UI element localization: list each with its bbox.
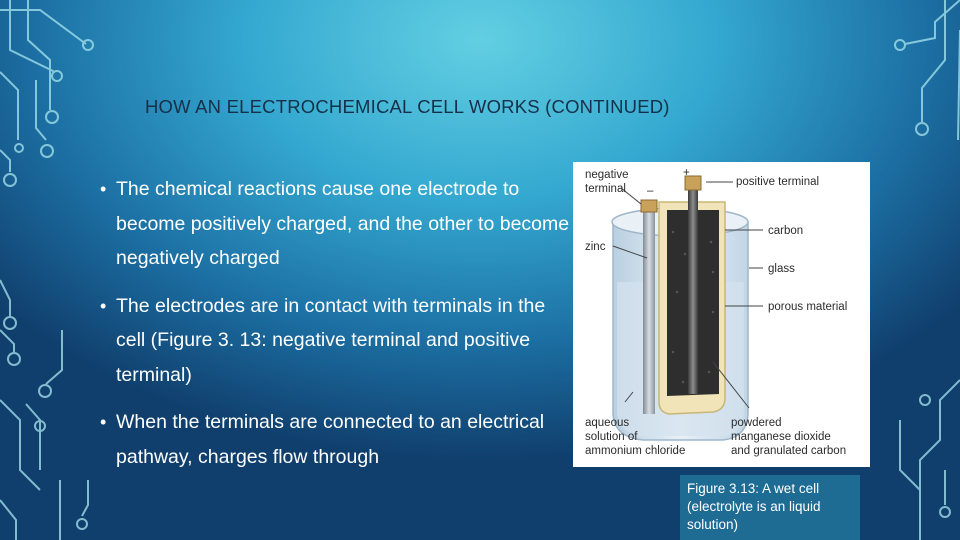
wet-cell-figure: negative terminal – + positive terminal … (573, 162, 870, 467)
label-positive-terminal: positive terminal (736, 176, 819, 188)
label-negative-terminal-line1: negative (585, 169, 628, 181)
label-manganese-line3: and granulated carbon (731, 445, 846, 457)
figure-caption: Figure 3.13: A wet cell (electrolyte is … (680, 475, 860, 540)
label-manganese-line1: powdered (731, 417, 782, 429)
label-glass: glass (768, 263, 795, 275)
label-manganese-line2: manganese dioxide (731, 431, 831, 443)
bullet-dot: • (100, 179, 107, 199)
label-aqueous-line3: ammonium chloride (585, 445, 685, 457)
label-aqueous-line2: solution of (585, 431, 638, 443)
label-zinc: zinc (585, 241, 606, 253)
label-aqueous-line1: aqueous (585, 417, 629, 429)
bullet-item: • The electrodes are in contact with ter… (100, 289, 570, 393)
label-negative-terminal-line2: terminal (585, 183, 626, 195)
bullet-item: • The chemical reactions cause one elect… (100, 172, 570, 276)
bullet-list: • The chemical reactions cause one elect… (100, 172, 570, 487)
zinc-rod-shape (643, 206, 655, 414)
bullet-dot: • (100, 295, 107, 316)
wet-cell-diagram: negative terminal – + positive terminal … (585, 167, 847, 457)
slide-title: HOW AN ELECTROCHEMICAL CELL WORKS (CONTI… (145, 96, 670, 117)
bullet-text: The chemical reactions cause one electro… (116, 178, 570, 269)
carbon-rod-shape (688, 176, 698, 394)
label-plus-sign: + (683, 167, 690, 179)
bullet-item: • When the terminals are connected to an… (100, 405, 570, 474)
label-minus-sign: – (647, 185, 654, 197)
label-porous-material: porous material (768, 301, 847, 313)
bullet-text: The electrodes are in contact with termi… (116, 294, 546, 386)
label-carbon: carbon (768, 225, 803, 237)
bullet-text: When the terminals are connected to an e… (116, 411, 545, 468)
bullet-dot: • (100, 412, 107, 432)
